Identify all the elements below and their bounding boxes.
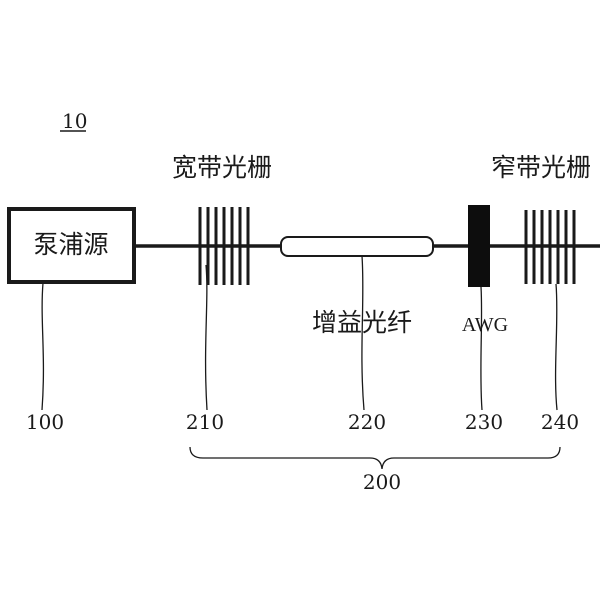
- pump-source-box: [7, 207, 136, 284]
- leader-line-gain-fiber: [361, 255, 365, 411]
- narrowband-grating-label: 窄带光栅: [491, 153, 591, 182]
- ref-broadband-grating: 210: [186, 410, 224, 434]
- figure-label: 10: [62, 109, 87, 133]
- ref-gain-fiber: 220: [348, 410, 386, 434]
- narrowband-grating: 窄带光栅: [491, 153, 591, 284]
- leader-line-broadband-grating: [204, 264, 208, 411]
- group-brace: [189, 446, 561, 470]
- leader-line-narrowband-grating: [554, 283, 558, 411]
- ref-awg: 230: [465, 410, 503, 434]
- broadband-grating: 宽带光栅: [172, 153, 272, 285]
- pump-source-label: 泵浦源: [33, 230, 108, 259]
- pump-source: 泵浦源: [7, 207, 136, 284]
- gain-fiber-tube: [280, 236, 434, 257]
- broadband-grating-label: 宽带光栅: [172, 153, 272, 182]
- awg: AWG: [462, 205, 508, 336]
- leader-line-awg: [480, 286, 483, 411]
- awg-block: [468, 205, 490, 287]
- narrowband-grating-bars: [524, 210, 576, 284]
- ref-pump: 100: [26, 410, 64, 434]
- ref-group: 200: [363, 470, 401, 494]
- gain-fiber: 增益光纤: [280, 236, 434, 337]
- awg-label: AWG: [462, 314, 508, 336]
- leader-line-pump: [41, 282, 45, 411]
- broadband-grating-bars: [198, 207, 250, 285]
- ref-narrowband-grating: 240: [541, 410, 579, 434]
